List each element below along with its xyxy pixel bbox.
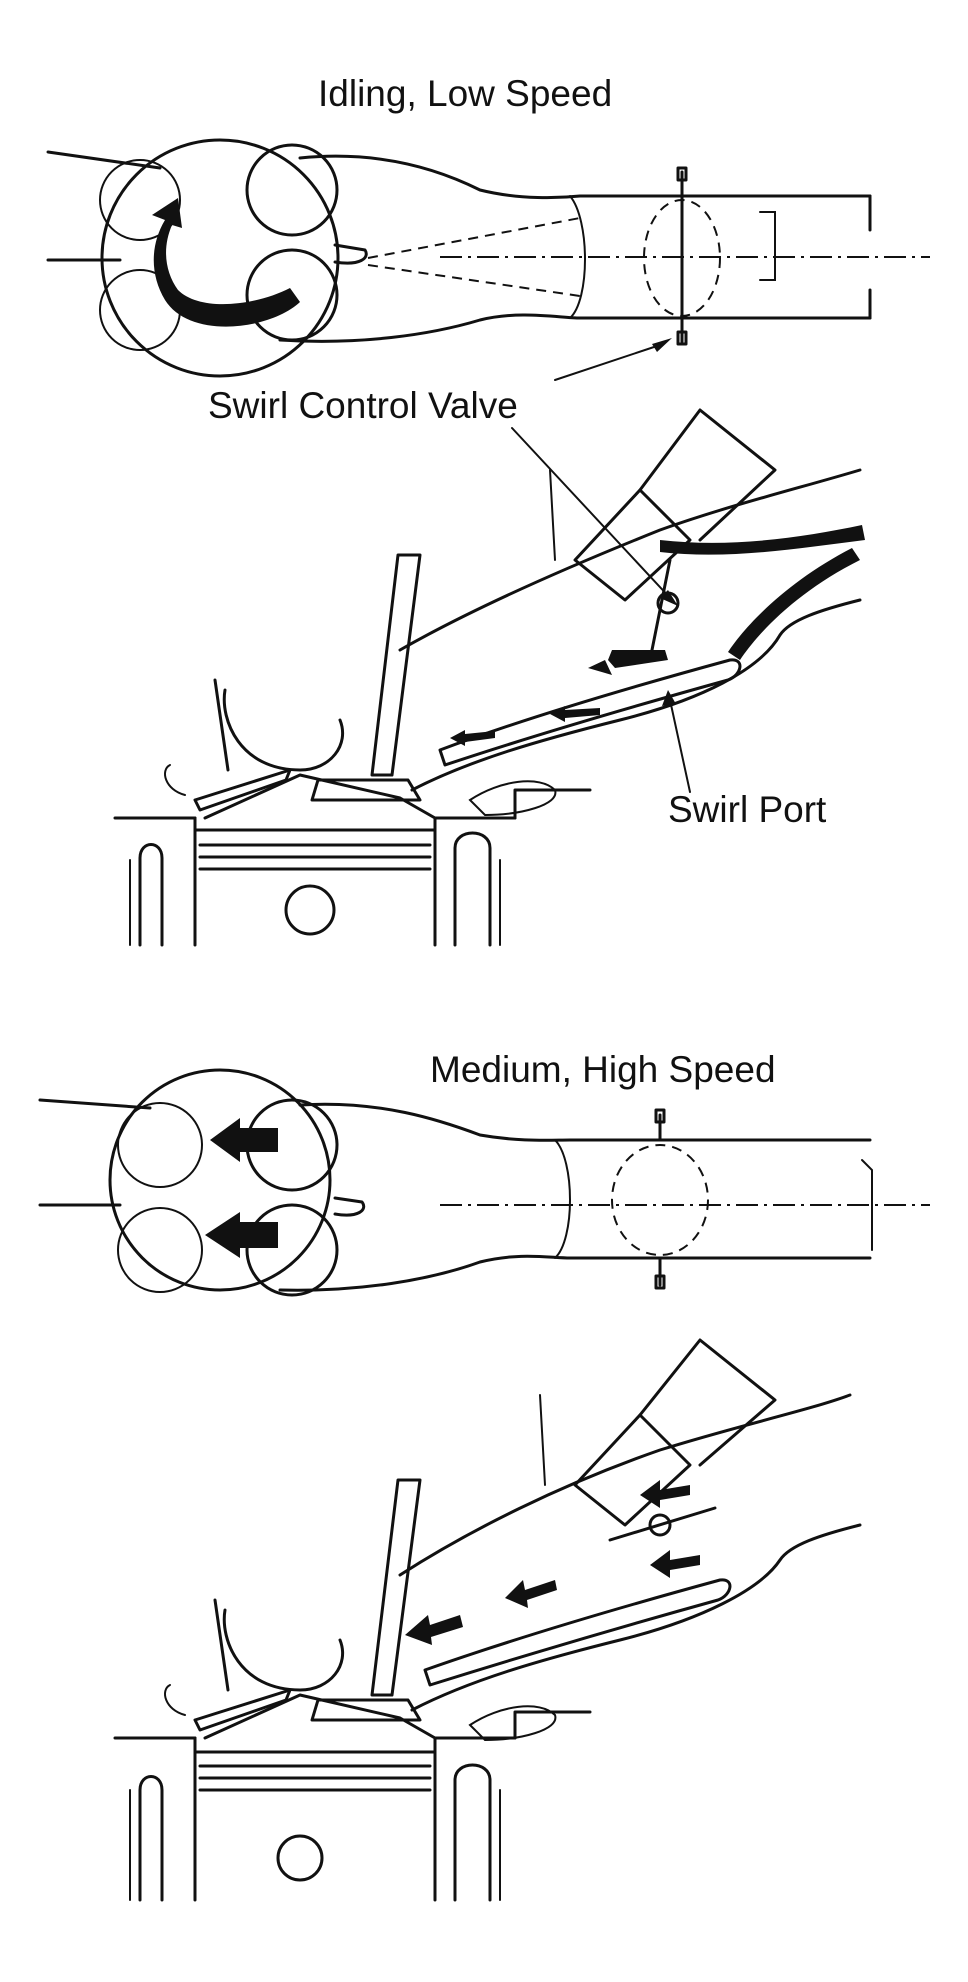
straight-flow-arrow-upper bbox=[210, 1118, 278, 1162]
bottom-left-line-upper bbox=[38, 1098, 152, 1110]
b-water-jacket-left bbox=[138, 1775, 164, 1902]
b-injector-body bbox=[573, 1413, 692, 1527]
leader-swirl-port-head bbox=[662, 690, 676, 706]
top-valve-shaft-cap-upper bbox=[676, 166, 688, 182]
top-port-divider bbox=[333, 243, 368, 265]
top-section-view: Swirl Port bbox=[113, 408, 865, 947]
b-exhaust-port-wall bbox=[222, 1608, 345, 1692]
water-jacket-right bbox=[453, 831, 492, 947]
bottom-cylinder-bore bbox=[108, 1068, 332, 1292]
b-flow-arrow-3 bbox=[505, 1580, 557, 1608]
leader-arrowhead-top bbox=[652, 338, 672, 352]
b-piston-pin bbox=[276, 1834, 324, 1882]
swirl-flow-arrow bbox=[152, 198, 300, 327]
water-jacket-left bbox=[138, 843, 164, 947]
top-cylinder-bore bbox=[100, 138, 340, 378]
straight-flow-arrow-lower bbox=[205, 1212, 278, 1258]
swirl-port-arrow-1 bbox=[565, 708, 600, 718]
bottom-plan-view: Medium, High Speed bbox=[38, 1049, 930, 1297]
intake-port-upper-wall bbox=[398, 468, 862, 652]
bottom-section-view bbox=[113, 1338, 862, 1902]
swirl-port-partition bbox=[438, 658, 742, 767]
b-flow-arrow-4 bbox=[405, 1615, 463, 1645]
intake-port-lower-wall bbox=[410, 598, 862, 792]
flow-arrow-upper bbox=[660, 525, 865, 555]
b-section-valve-plate bbox=[608, 1506, 717, 1542]
label-swirl-port: Swirl Port bbox=[668, 789, 827, 830]
bottom-throttle-bore-edge bbox=[554, 1139, 571, 1259]
b-exhaust-valve-stem bbox=[213, 1598, 230, 1692]
b-intake-valve-head bbox=[310, 1698, 422, 1722]
exhaust-port-wall bbox=[222, 688, 345, 772]
top-plan-view: Idling, Low Speed Swirl Control Valve bbox=[46, 73, 930, 426]
label-swirl-control-valve: Swirl Control Valve bbox=[208, 385, 518, 426]
top-swirl-port-upper bbox=[367, 217, 581, 259]
leader-line-section bbox=[511, 427, 673, 601]
b-exhaust-spring-seat bbox=[164, 1684, 186, 1716]
b-injector-top bbox=[638, 1338, 777, 1467]
title-idling-low-speed: Idling, Low Speed bbox=[318, 73, 612, 114]
flow-arrow-into-swirl bbox=[608, 650, 668, 668]
exhaust-valve-stem bbox=[213, 678, 230, 772]
top-runner-lower-wall bbox=[278, 313, 872, 343]
bottom-runner-end bbox=[861, 1159, 873, 1251]
flow-arrow-split bbox=[728, 548, 860, 660]
leader-line-top bbox=[554, 344, 661, 381]
head-bolt-line bbox=[549, 469, 556, 561]
bottom-exhaust-valve-lower bbox=[117, 1207, 203, 1293]
exhaust-valve-head bbox=[193, 768, 292, 812]
injector-body bbox=[573, 488, 692, 602]
top-throttle-bore-edge bbox=[569, 195, 586, 319]
swirl-port-arrowhead-2 bbox=[450, 730, 465, 746]
bottom-exhaust-valve-upper bbox=[117, 1102, 203, 1188]
b-water-jacket-right bbox=[453, 1763, 492, 1902]
bottom-runner-lower-wall bbox=[278, 1254, 872, 1292]
b-swirl-port-partition bbox=[423, 1578, 732, 1687]
top-swirl-port-lower bbox=[367, 264, 581, 297]
top-injector-tip bbox=[759, 211, 776, 281]
deck-step bbox=[513, 788, 592, 820]
section-valve-pivot bbox=[656, 591, 680, 615]
intake-valve-head bbox=[310, 778, 422, 802]
b-exhaust-valve-head bbox=[193, 1688, 292, 1732]
top-intake-valve-upper bbox=[245, 143, 339, 237]
bottom-valve-cap-lower bbox=[654, 1274, 666, 1290]
b-deck-step bbox=[513, 1710, 592, 1740]
b-intake-port-upper-wall bbox=[398, 1393, 852, 1577]
swirl-port-arrow-2 bbox=[465, 731, 495, 742]
b-flow-arrow-1 bbox=[640, 1480, 690, 1508]
swirl-port-arrowhead-1 bbox=[550, 706, 565, 722]
b-section-valve-pivot bbox=[648, 1513, 672, 1537]
piston-pin bbox=[284, 884, 336, 936]
bottom-valve-bore-ellipse bbox=[611, 1144, 709, 1256]
bottom-port-divider bbox=[333, 1196, 366, 1217]
b-port-water-jacket bbox=[468, 1705, 557, 1742]
bottom-runner-upper-wall bbox=[298, 1102, 872, 1142]
b-intake-port-lower-wall bbox=[410, 1523, 862, 1712]
intake-valve-stem bbox=[370, 553, 422, 777]
bottom-intake-valve-lower bbox=[245, 1203, 339, 1297]
top-left-line-upper bbox=[46, 150, 162, 170]
b-intake-valve-stem bbox=[370, 1478, 422, 1697]
top-valve-shaft-cap-lower bbox=[676, 330, 688, 346]
b-chamber-roof bbox=[203, 1693, 437, 1740]
top-runner-upper-wall bbox=[298, 154, 872, 200]
title-medium-high-speed: Medium, High Speed bbox=[430, 1049, 776, 1090]
flow-arrowhead-1 bbox=[588, 660, 612, 675]
exhaust-spring-seat bbox=[164, 764, 186, 796]
leader-swirl-port bbox=[669, 699, 691, 793]
port-water-jacket bbox=[468, 780, 557, 817]
b-flow-arrow-2 bbox=[650, 1550, 700, 1578]
chamber-roof bbox=[203, 773, 437, 820]
b-head-bolt-line bbox=[539, 1394, 546, 1486]
bottom-valve-cap-upper bbox=[654, 1108, 666, 1124]
injector-top bbox=[638, 408, 777, 542]
top-exhaust-valve-upper bbox=[99, 159, 181, 241]
